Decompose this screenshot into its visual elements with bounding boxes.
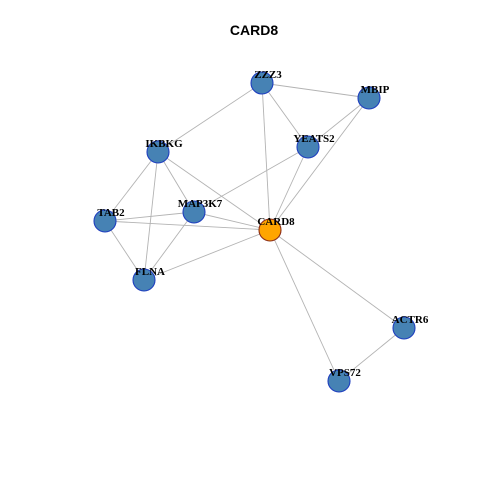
node-flna: FLNA: [132, 266, 165, 292]
edge-flna-card8: [143, 229, 271, 281]
node-label: IKBKG: [145, 138, 183, 150]
node-label: ACTR6: [392, 314, 429, 326]
node-circle: [182, 200, 206, 224]
node-ikbkg: IKBKG: [145, 138, 183, 164]
node-mbip: MBIP: [357, 84, 390, 110]
node-zzz3: ZZZ3: [250, 69, 282, 95]
edge-actr6-vps72: [338, 327, 405, 382]
edge-zzz3-yeats2: [261, 82, 309, 148]
node-yeats2: YEATS2: [293, 133, 335, 159]
node-label: MBIP: [361, 84, 390, 96]
node-circle: [357, 86, 381, 110]
node-label: FLNA: [135, 266, 165, 278]
node-label: TAB2: [97, 207, 125, 219]
node-label: MAP3K7: [178, 198, 223, 210]
edge-ikbkg-map3k7: [157, 151, 195, 213]
node-circle: [132, 268, 156, 292]
node-label: YEATS2: [293, 133, 335, 145]
edge-zzz3-ikbkg: [157, 82, 263, 153]
node-circle: [146, 140, 170, 164]
edge-mbip-yeats2: [307, 97, 370, 148]
node-map3k7: MAP3K7: [178, 198, 223, 224]
node-tab2: TAB2: [93, 207, 125, 233]
edge-map3k7-flna: [143, 211, 195, 281]
node-circle: [392, 316, 416, 340]
node-label: ZZZ3: [254, 69, 282, 81]
node-circle: [258, 218, 282, 242]
edge-ikbkg-tab2: [104, 151, 159, 222]
node-circle: [296, 135, 320, 159]
edge-layer: [104, 82, 405, 382]
edge-tab2-card8: [104, 220, 271, 231]
edge-card8-actr6: [269, 229, 405, 329]
edge-mbip-card8: [269, 97, 370, 231]
edge-map3k7-card8: [193, 211, 271, 231]
node-circle: [93, 209, 117, 233]
node-vps72: VPS72: [327, 367, 361, 393]
edge-card8-vps72: [269, 229, 340, 382]
node-label: VPS72: [329, 367, 361, 379]
node-label: CARD8: [257, 216, 295, 228]
edge-yeats2-map3k7: [193, 146, 309, 213]
edge-zzz3-card8: [261, 82, 271, 231]
node-circle: [250, 71, 274, 95]
node-circle: [327, 369, 351, 393]
node-actr6: ACTR6: [392, 314, 429, 340]
edge-zzz3-mbip: [261, 82, 370, 99]
edge-tab2-map3k7: [104, 211, 195, 222]
edge-yeats2-card8: [269, 146, 309, 231]
edge-tab2-flna: [104, 220, 145, 281]
node-card8: CARD8: [257, 216, 295, 242]
edge-ikbkg-card8: [157, 151, 271, 231]
diagram-title: CARD8: [230, 22, 278, 38]
